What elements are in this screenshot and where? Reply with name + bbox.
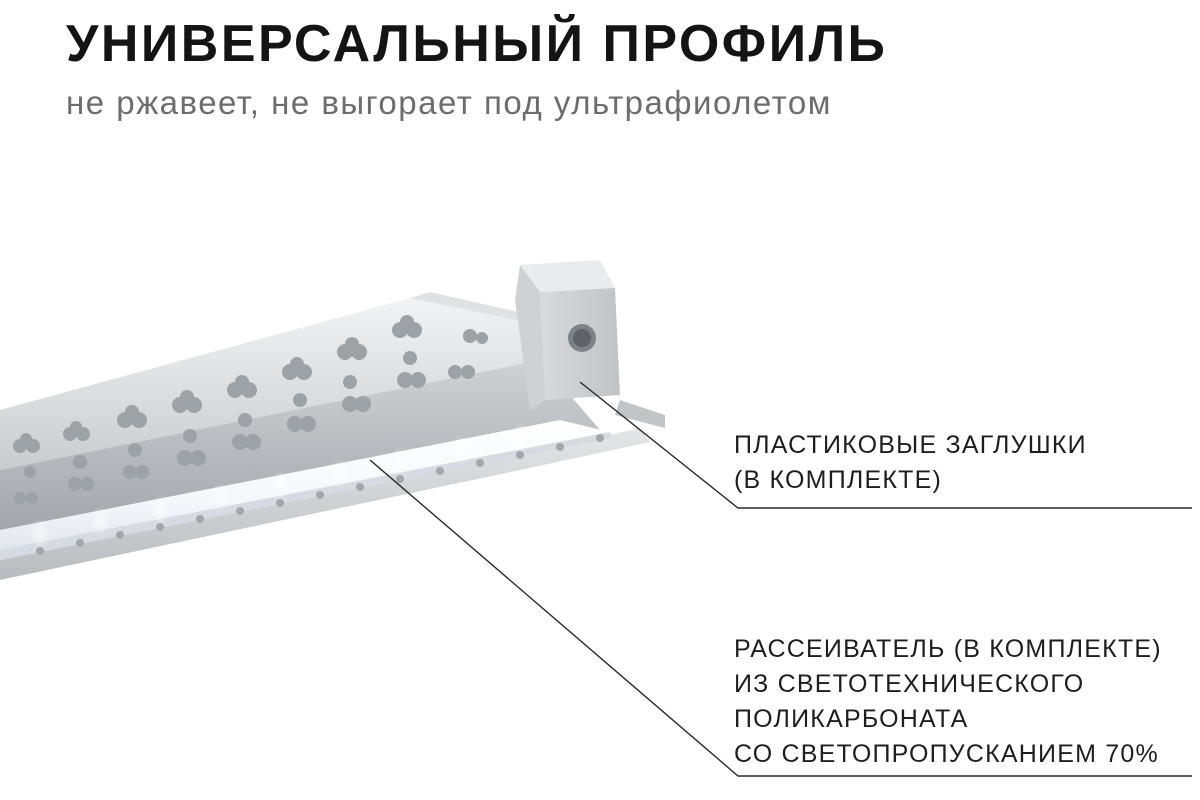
callout-diffuser-line-2: ИЗ СВЕТОТЕХНИЧЕСКОГО bbox=[734, 670, 1085, 698]
lower-flange bbox=[0, 428, 650, 580]
callout-end-caps: ПЛАСТИКОВЫЕ ЗАГЛУШКИ (В КОМПЛЕКТЕ) bbox=[734, 428, 1087, 498]
page-title: УНИВЕРСАЛЬНЫЙ ПРОФИЛЬ bbox=[66, 15, 888, 73]
callout-diffuser-line-4: СО СВЕТОПРОПУСКАНИЕМ 70% bbox=[734, 740, 1159, 768]
callout-end-caps-line-2: (В КОМПЛЕКТЕ) bbox=[734, 466, 942, 494]
callout-end-caps-line-1: ПЛАСТИКОВЫЕ ЗАГЛУШКИ bbox=[734, 431, 1087, 459]
page-subtitle: не ржавеет, не выгорает под ультрафиолет… bbox=[66, 84, 832, 121]
lower-flange-perforations bbox=[36, 434, 604, 555]
channel-wall bbox=[0, 360, 600, 545]
leader-line-end-cap bbox=[579, 381, 1192, 509]
callout-diffuser: РАССЕИВАТЕЛЬ (В КОМПЛЕКТЕ) ИЗ СВЕТОТЕХНИ… bbox=[734, 632, 1162, 772]
leader-lines bbox=[369, 381, 1192, 777]
flange-perforations bbox=[13, 315, 488, 504]
callout-diffuser-line-3: ПОЛИКАРБОНАТА bbox=[734, 705, 969, 733]
led-glow bbox=[30, 422, 530, 550]
end-cap bbox=[515, 260, 665, 428]
leader-line-diffuser bbox=[369, 459, 1192, 777]
upper-flange bbox=[0, 292, 545, 470]
callout-diffuser-line-1: РАССЕИВАТЕЛЬ (В КОМПЛЕКТЕ) bbox=[734, 635, 1162, 663]
